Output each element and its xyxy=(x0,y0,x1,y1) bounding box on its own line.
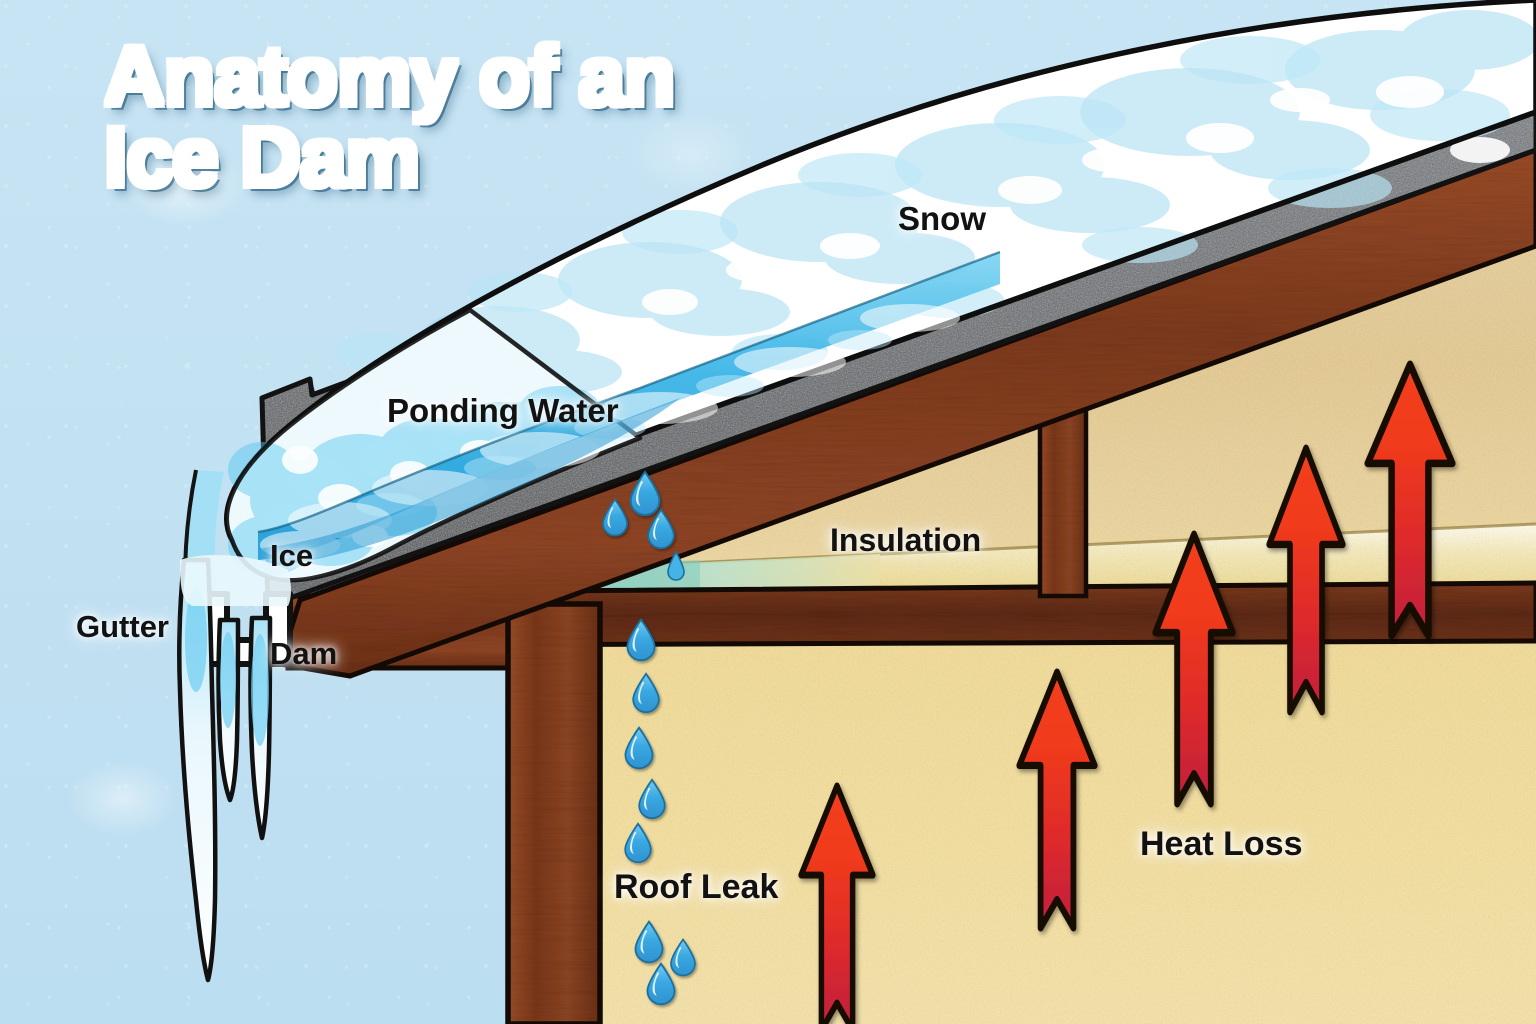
roof-deck xyxy=(278,150,1536,676)
ponding-waterline xyxy=(257,250,1001,534)
ponding-water-group[interactable] xyxy=(257,250,1001,566)
attic-space xyxy=(432,172,1536,600)
icicles-group[interactable] xyxy=(176,555,291,983)
shingles xyxy=(262,112,1536,606)
label-heat-loss: Heat Loss xyxy=(1140,825,1303,863)
attic-stud-center xyxy=(1040,400,1086,596)
water-drop-small xyxy=(667,550,685,581)
label-ice-dam-line1: Ice xyxy=(270,537,314,573)
leak-drops-roof xyxy=(602,470,685,581)
label-ice-dam-line2: Dam xyxy=(270,636,338,672)
label-insulation: Insulation xyxy=(830,522,982,558)
label-gutter: Gutter xyxy=(76,609,169,644)
label-snow: Snow xyxy=(898,200,986,237)
icicle-root-frost xyxy=(180,555,291,606)
ponding-water-shade xyxy=(262,398,680,566)
label-ice-dam: Ice Dam xyxy=(270,474,337,737)
icicle-tint xyxy=(185,588,269,746)
label-roof-leak: Roof Leak xyxy=(614,868,779,906)
ceiling-joist-beam xyxy=(415,583,1536,645)
exterior-wall-post xyxy=(508,604,600,1024)
label-ponding-water: Ponding Water xyxy=(387,392,619,429)
shingle-courses xyxy=(262,112,1536,606)
